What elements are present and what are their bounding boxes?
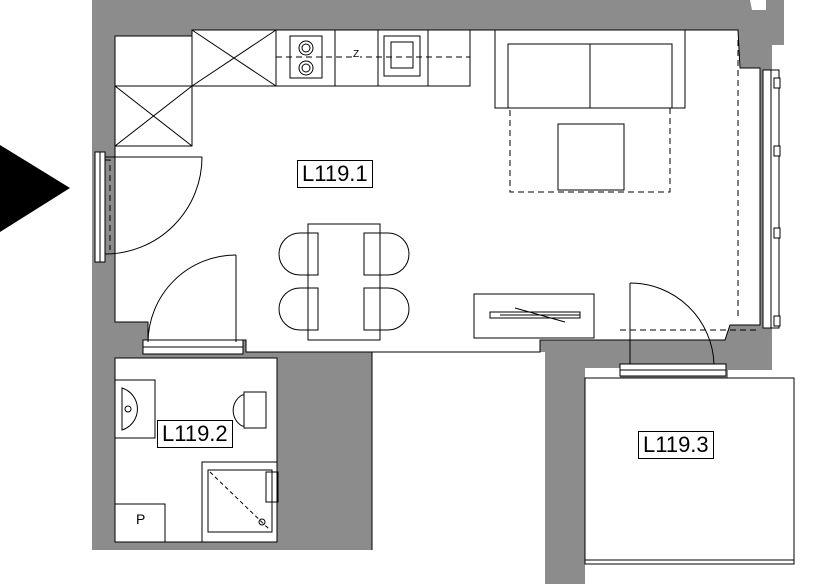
sink <box>383 35 421 77</box>
window-right <box>762 69 781 329</box>
sofa <box>494 29 686 193</box>
tv-cabinet <box>473 293 595 339</box>
toilet <box>232 391 267 429</box>
walls <box>92 0 784 584</box>
bathroom-mark: P <box>136 511 146 527</box>
kitchen-counter <box>114 29 471 147</box>
door-openings <box>142 339 727 377</box>
dining-set <box>278 223 410 341</box>
cooktop <box>289 35 323 79</box>
window-left <box>94 151 106 263</box>
washbasin <box>114 379 156 439</box>
entrance-arrow-icon <box>0 145 70 232</box>
room-label-bathroom: L119.2 <box>157 420 233 448</box>
installation-box <box>114 503 166 543</box>
living-room-outline <box>114 29 761 353</box>
bathroom-outline <box>114 357 278 543</box>
room-label-balcony: L119.3 <box>638 431 714 459</box>
shower <box>201 461 279 543</box>
room-label-living: L119.1 <box>297 160 373 188</box>
balcony-outline <box>584 377 795 565</box>
kitchen-mark: Z <box>352 49 361 60</box>
doors <box>104 40 756 365</box>
